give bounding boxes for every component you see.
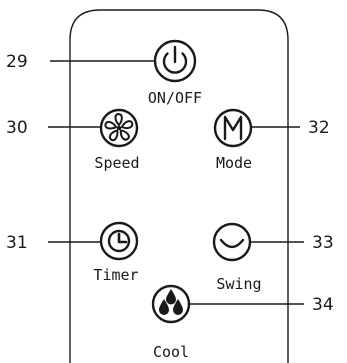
cool-button[interactable]	[151, 284, 191, 324]
timer-button-label: Timer	[93, 266, 138, 284]
power-button[interactable]	[153, 39, 197, 83]
swing-icon	[219, 238, 245, 249]
swing-button[interactable]	[212, 222, 252, 262]
mode-button-label: Mode	[216, 154, 252, 172]
power-icon	[162, 45, 188, 74]
callout-number-30: 30	[6, 118, 28, 138]
water-drops-icon	[159, 289, 183, 315]
clock-icon	[107, 229, 131, 253]
mode-button[interactable]	[213, 108, 253, 148]
power-button-label: ON/OFF	[148, 89, 202, 107]
timer-button[interactable]	[99, 221, 139, 261]
swing-button-label: Swing	[216, 275, 261, 293]
cool-button-label: Cool	[153, 343, 189, 361]
callout-number-33: 33	[312, 233, 334, 253]
speed-button[interactable]	[99, 108, 139, 148]
callout-number-34: 34	[312, 295, 334, 315]
callout-number-29: 29	[6, 52, 28, 72]
callout-number-31: 31	[6, 233, 28, 253]
fan-icon	[104, 113, 134, 142]
callout-number-32: 32	[308, 118, 330, 138]
mode-m-icon	[223, 115, 243, 141]
remote-control-body	[69, 9, 289, 363]
speed-button-label: Speed	[94, 154, 139, 172]
